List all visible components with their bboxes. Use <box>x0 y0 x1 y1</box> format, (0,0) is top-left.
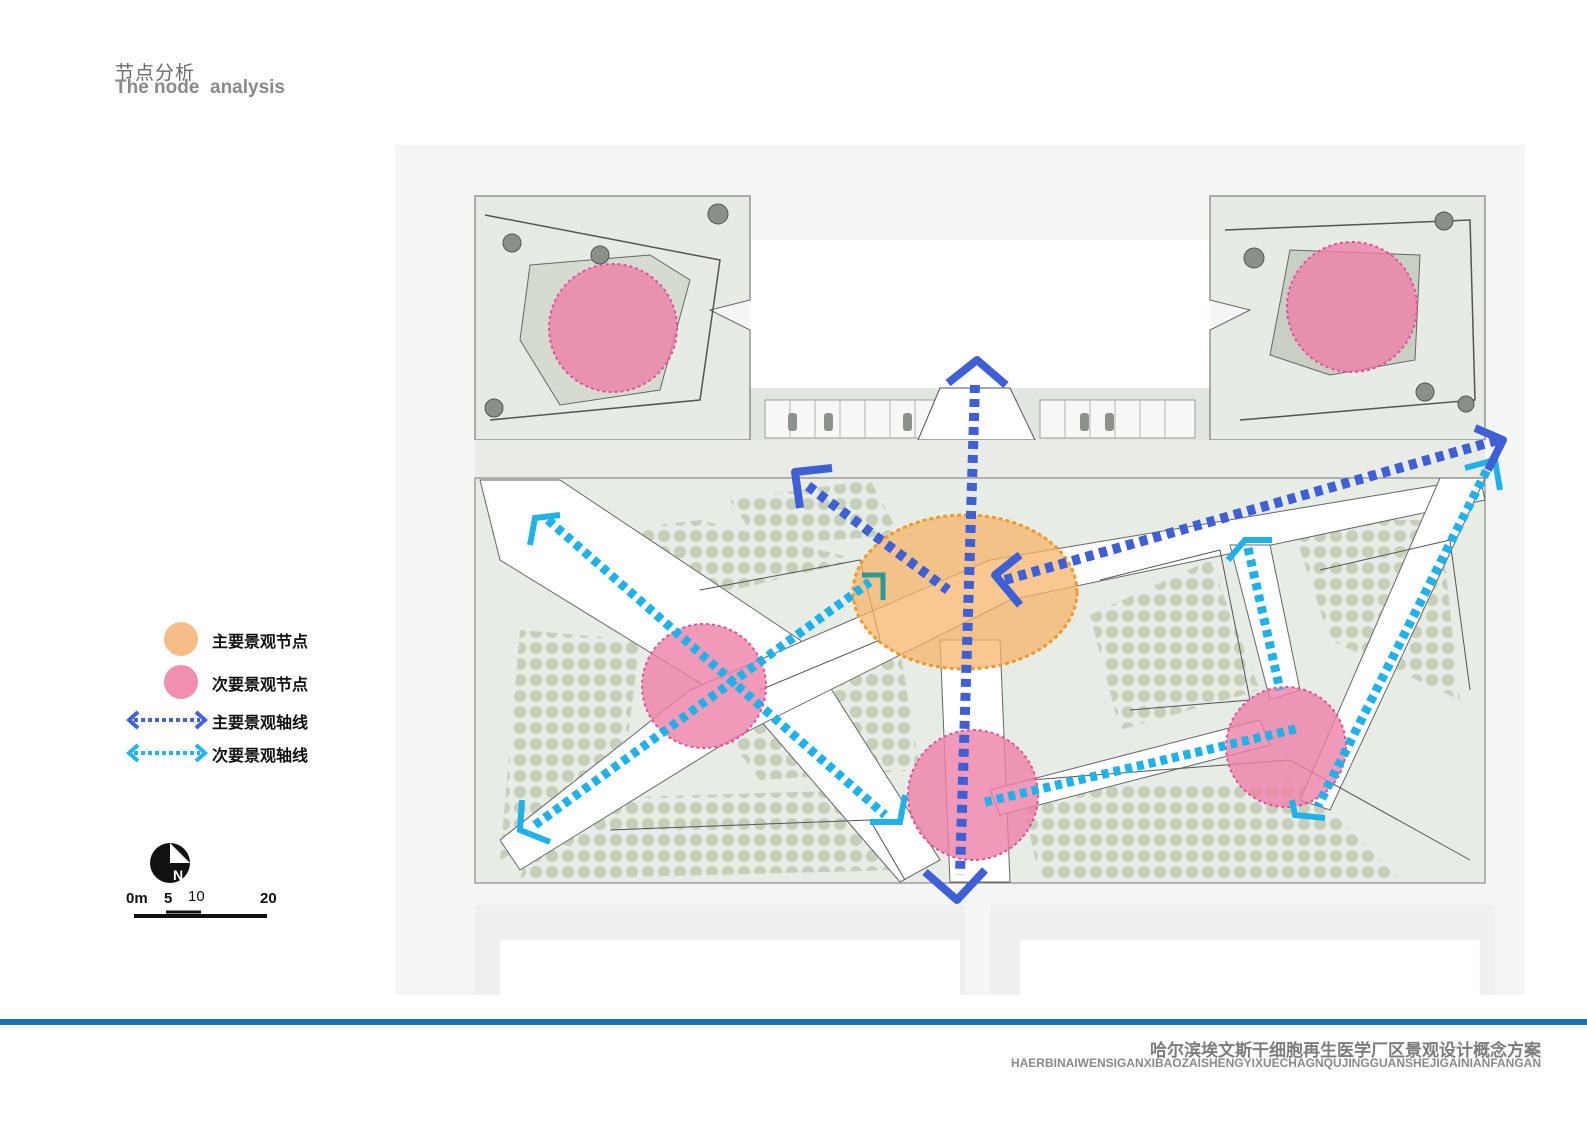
trees-top <box>484 203 1475 418</box>
footer-bar <box>0 1019 1587 1025</box>
north-arrow-scale: N 0m 5 10 20 <box>126 840 286 929</box>
legend-label: 次要景观节点 <box>212 675 309 694</box>
primary-node-central <box>851 513 1079 671</box>
courtyard-top-left-walk <box>484 214 721 421</box>
legend-label: 主要景观轴线 <box>212 713 309 732</box>
secondary-node-top-left <box>548 263 678 393</box>
page-title-cn: 节点分析 <box>115 62 196 84</box>
blue-dotted-arrow-icon <box>126 710 208 730</box>
parked-cars <box>788 413 1114 431</box>
footer-title-cn: 哈尔滨埃文斯干细胞再生医学厂区景观设计概念方案 <box>1150 1041 1541 1061</box>
secondary-node-west <box>641 623 767 749</box>
cyan-dotted-arrow-icon <box>126 743 208 763</box>
parking-stall-lines <box>789 400 1166 438</box>
node-teal-marker <box>862 572 886 600</box>
road <box>475 440 1485 478</box>
scale-label-5: 5 <box>164 890 173 907</box>
lower-lot-left <box>500 940 960 1000</box>
primary-axis-arrowheads <box>791 356 1507 904</box>
orange-circle-icon <box>164 622 198 656</box>
north-arrow-icon: N <box>134 843 267 918</box>
pink-circle-icon <box>164 665 198 699</box>
legend-label: 主要景观节点 <box>212 632 309 651</box>
secondary-nodes <box>548 241 1418 861</box>
lower-lot-right <box>1020 940 1480 1000</box>
legend-item-secondary-axis: 次要景观轴线 <box>126 739 386 773</box>
scale-label-0: 0m <box>126 890 148 907</box>
footer-title-en: HAERBINAIWENSIGANXIBAOZAISHENGYIXUECHAGN… <box>1010 1056 1541 1070</box>
secondary-axis-arrowheads <box>516 456 1503 845</box>
legend-label: 次要景观轴线 <box>212 746 309 765</box>
primary-axes <box>805 384 1500 876</box>
secondary-axes <box>532 457 1497 829</box>
courtyard-top-right-walk <box>1224 219 1476 421</box>
secondary-node-south <box>907 729 1039 861</box>
legend-item-secondary-node: 次要景观节点 <box>126 665 386 699</box>
secondary-node-top-right <box>1286 241 1418 373</box>
secondary-node-east <box>1225 686 1347 808</box>
legend-item-primary-axis: 主要景观轴线 <box>126 706 386 740</box>
legend-item-primary-node: 主要景观节点 <box>126 622 386 656</box>
scale-label-10: 10 <box>188 888 205 905</box>
north-letter: N <box>173 867 183 883</box>
scale-label-20: 20 <box>260 890 277 907</box>
page-title-en: The node analysis <box>115 77 285 98</box>
